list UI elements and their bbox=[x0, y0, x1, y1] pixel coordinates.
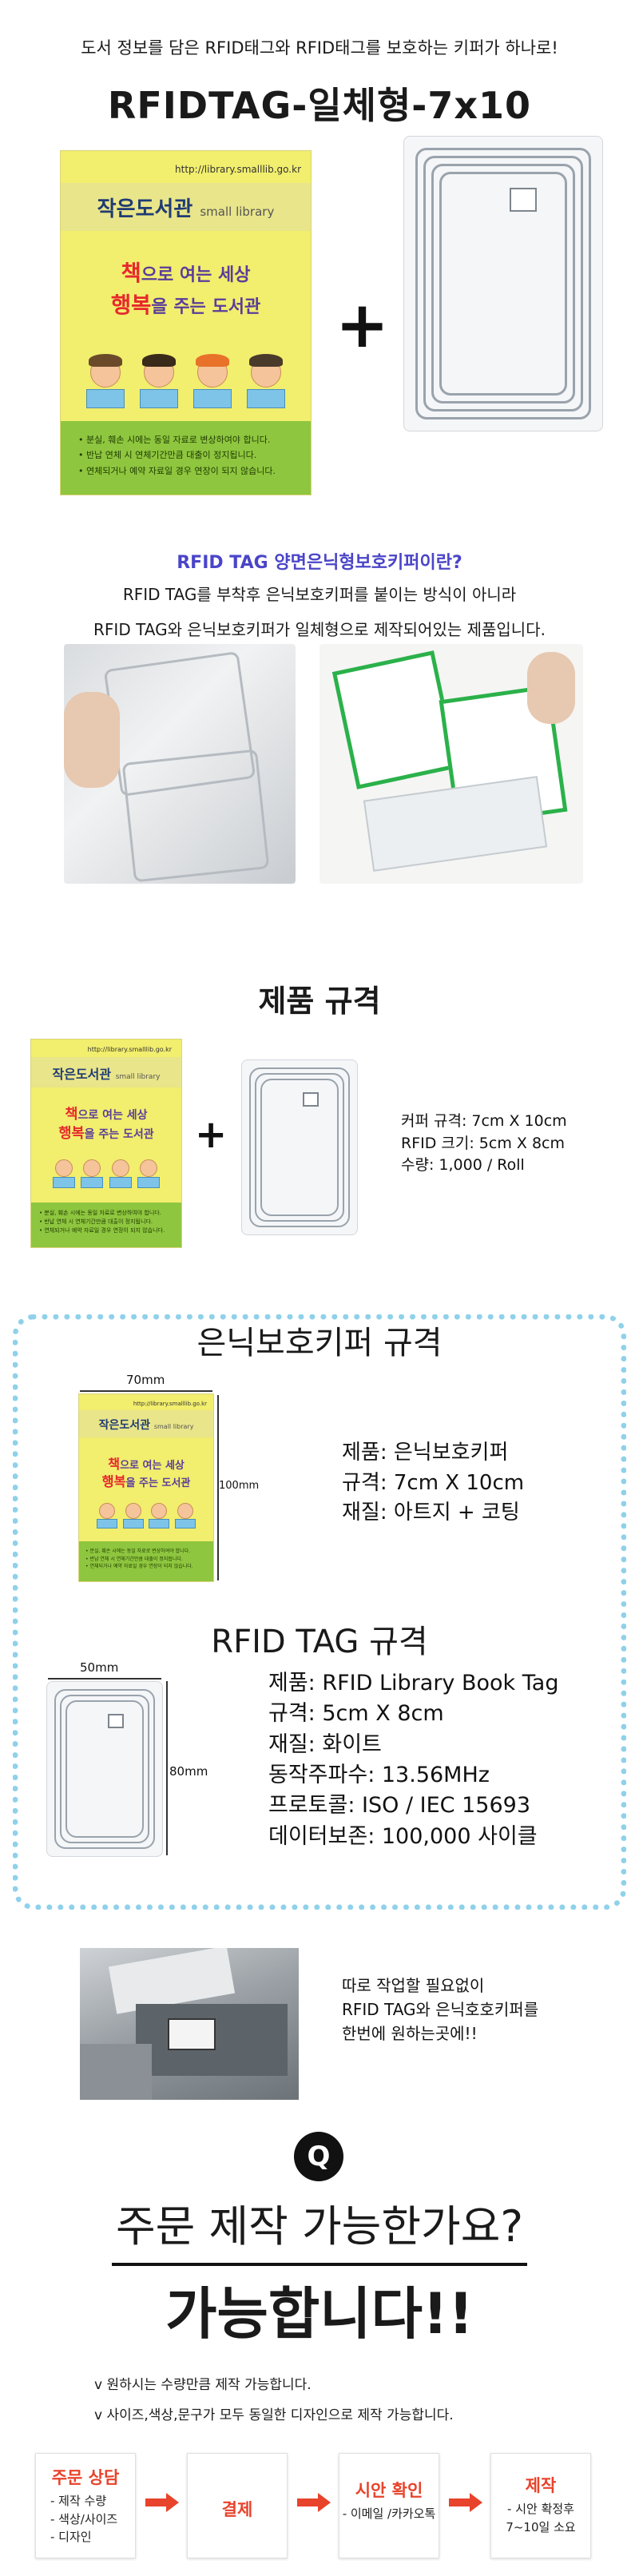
child-figure bbox=[192, 354, 232, 408]
faq-question: 주문 제작 가능한가요? bbox=[115, 2201, 524, 2252]
rfid-tag-spec bbox=[46, 1681, 163, 1857]
intro-line-1: RFID TAG를 부착후 은닉보호키퍼를 붙이는 방식이 아니라 bbox=[122, 585, 517, 604]
step-title: 결제 bbox=[221, 2500, 253, 2519]
rfid-tag-image bbox=[403, 136, 603, 431]
rfid-height-arrow bbox=[166, 1681, 168, 1855]
intro-heading: RFID TAG 양면은닉형보호키퍼이란? bbox=[177, 553, 462, 573]
step-draft-review: 시안 확인 - 이메일 /카카오톡 bbox=[339, 2453, 439, 2558]
spec-line: 프로토콜: ISO / IEC 15693 bbox=[268, 1793, 531, 1819]
plus-sign: + bbox=[195, 1112, 228, 1157]
rfid-height-label: 80mm bbox=[169, 1764, 208, 1779]
child-figure bbox=[140, 354, 179, 408]
step-title: 주문 상담 bbox=[51, 2468, 120, 2487]
rfid-tag-small bbox=[241, 1059, 358, 1235]
spec-list: 커퍼 규격: 7cm X 10cm RFID 크기: 5cm X 8cm 수량:… bbox=[401, 1111, 567, 1177]
intro-line-2: RFID TAG와 은닉보호키퍼가 일체형으로 제작되어있는 제품입니다. bbox=[93, 620, 546, 639]
faq-answer: 가능합니다!! bbox=[165, 2281, 474, 2347]
tagline: 도서 정보를 담은 RFID태그와 RFID태그를 보호하는 키퍼가 하나로! bbox=[81, 38, 558, 58]
slogan-line-2: 행복을 주는 도서관 bbox=[110, 292, 261, 318]
rfid-width-label: 50mm bbox=[80, 1660, 119, 1675]
keeper-spec-list: 제품: 은닉보호키퍼 규격: 7cm X 10cm 재질: 아트지 + 코팅 bbox=[342, 1438, 524, 1529]
arrow-head-icon bbox=[166, 2493, 179, 2512]
children-illustration bbox=[61, 354, 311, 408]
arrow-right-icon bbox=[449, 2498, 471, 2506]
keeper-cover-image: http://library.smalllib.go.kr 작은도서관 smal… bbox=[60, 150, 312, 495]
machine-caption: 따로 작업할 필요없이 RFID TAG와 은닉호호키퍼를 한번에 원하는곳에!… bbox=[342, 1976, 539, 2043]
rfid-spec-title: RFID TAG 규격 bbox=[211, 1624, 428, 1660]
spec-line: 재질: 아트지 + 코팅 bbox=[342, 1501, 520, 1525]
slogan-line-1: 책으로 여는 세상 bbox=[121, 260, 251, 286]
keeper-width-label: 70mm bbox=[126, 1373, 165, 1387]
spec-line: 재질: 화이트 bbox=[268, 1731, 382, 1757]
library-name: 작은도서관 small library bbox=[97, 197, 275, 221]
library-url: http://library.smalllib.go.kr bbox=[175, 164, 301, 175]
cover-notes: • 분실, 훼손 시에는 동일 자료로 변상하여야 합니다. • 반납 연체 시… bbox=[78, 435, 276, 476]
q-icon: Q bbox=[294, 2132, 343, 2181]
step-title: 시안 확인 bbox=[355, 2481, 423, 2500]
keeper-peel-photo bbox=[320, 644, 583, 884]
arrow-head-icon bbox=[470, 2493, 482, 2512]
faq-note-2: v 사이즈,색상,문구가 모두 동일한 디자인으로 제작 가능합니다. bbox=[94, 2407, 454, 2423]
faq-note-1: v 원하시는 수량만큼 제작 가능합니다. bbox=[94, 2377, 312, 2393]
keeper-height-arrow bbox=[217, 1395, 219, 1580]
step-title: 제작 bbox=[525, 2476, 557, 2495]
faq-divider bbox=[112, 2263, 527, 2266]
keeper-cover-small: http://library.smalllib.go.kr 작은도서관 smal… bbox=[30, 1039, 182, 1248]
spec-line: 제품: RFID Library Book Tag bbox=[268, 1671, 559, 1695]
applicator-machine-photo bbox=[80, 1948, 299, 2100]
keeper-width-arrow bbox=[80, 1390, 212, 1392]
spec-title: 제품 규격 bbox=[258, 984, 381, 1019]
spec-line: 제품: 은닉보호키퍼 bbox=[342, 1441, 509, 1465]
keeper-cover-spec: http://library.smalllib.go.kr 작은도서관 smal… bbox=[78, 1393, 214, 1582]
spec-line: 데이터보존: 100,000 사이클 bbox=[268, 1823, 538, 1849]
keeper-spec-title: 은닉보호키퍼 규격 bbox=[196, 1325, 443, 1362]
spec-line: 수량: 1,000 / Roll bbox=[401, 1156, 525, 1175]
step-consult: 주문 상담 - 제작 수량- 색상/사이즈- 디자인 bbox=[35, 2453, 136, 2558]
rfid-width-arrow bbox=[48, 1678, 161, 1680]
step-payment: 결제 bbox=[187, 2453, 288, 2558]
spec-line: 규격: 7cm X 10cm bbox=[342, 1470, 525, 1495]
rfid-spec-list: 제품: RFID Library Book Tag 규격: 5cm X 8cm … bbox=[268, 1668, 558, 1852]
arrow-head-icon bbox=[318, 2493, 331, 2512]
spec-line: 커퍼 규격: 7cm X 10cm bbox=[401, 1112, 567, 1130]
plus-sign: + bbox=[335, 288, 390, 362]
spec-line: RFID 크기: 5cm X 8cm bbox=[401, 1134, 565, 1152]
spec-line: 동작주파수: 13.56MHz bbox=[268, 1762, 490, 1787]
product-title: RFIDTAG-일체형-7x10 bbox=[107, 84, 532, 127]
step-items: - 이메일 /카카오톡 bbox=[342, 2506, 436, 2521]
keeper-height-label: 100mm bbox=[219, 1480, 260, 1492]
spec-line: 규격: 5cm X 8cm bbox=[268, 1701, 444, 1727]
rfid-chip bbox=[510, 188, 537, 212]
child-figure bbox=[86, 354, 125, 408]
step-items: - 제작 수량- 색상/사이즈- 디자인 bbox=[50, 2494, 118, 2544]
arrow-right-icon bbox=[297, 2498, 320, 2506]
tag-roll-photo bbox=[64, 644, 296, 884]
child-figure bbox=[246, 354, 285, 408]
arrow-right-icon bbox=[145, 2498, 168, 2506]
spec-detail-box bbox=[13, 1314, 626, 1910]
